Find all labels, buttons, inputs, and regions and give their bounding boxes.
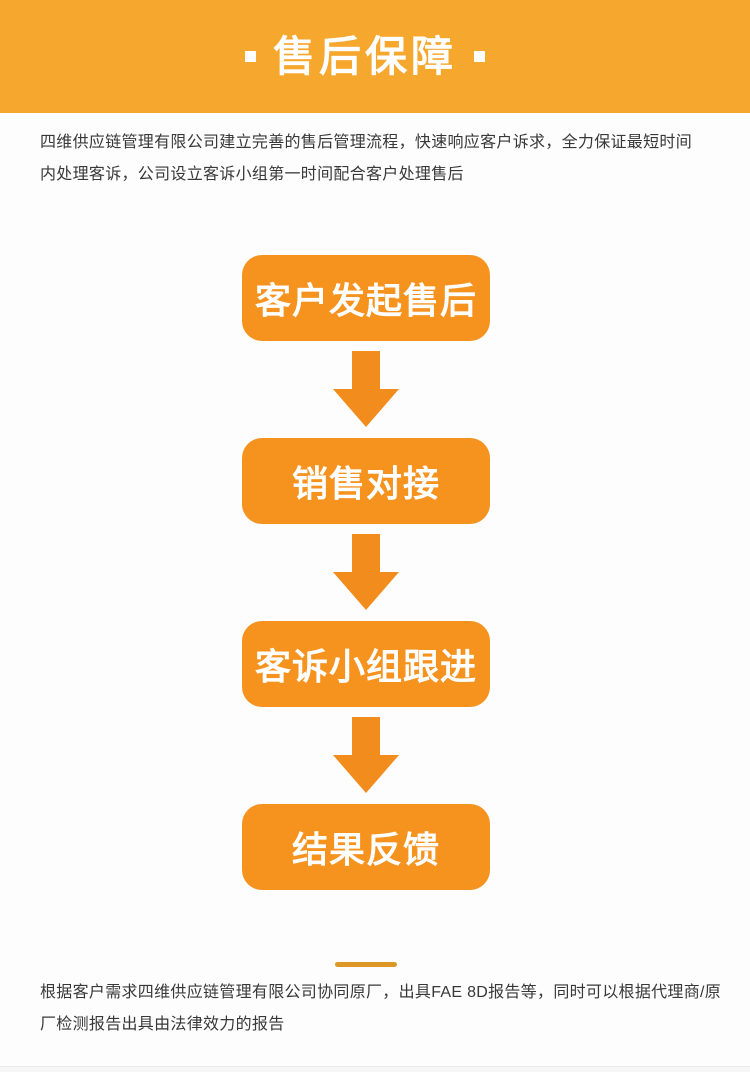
- bottom-edge: [0, 1066, 750, 1072]
- flow-step-label: 销售对接: [291, 463, 440, 504]
- page-title-group: 售后保障: [244, 32, 485, 80]
- down-arrow-icon: [333, 524, 399, 621]
- header-banner: 售后保障: [0, 0, 750, 113]
- arrow-head: [333, 755, 399, 793]
- arrow-head: [333, 389, 399, 427]
- flow-step-sales-contact: 销售对接: [242, 438, 490, 524]
- flow-step-customer-initiates: 客户发起售后: [242, 255, 490, 341]
- arrow-head: [333, 572, 399, 610]
- arrow-shaft: [352, 534, 380, 572]
- flow-step-label: 客户发起售后: [254, 280, 477, 321]
- title-marker-left-icon: [244, 51, 256, 62]
- flow-step-label: 结果反馈: [291, 829, 440, 870]
- flow-step-label: 客诉小组跟进: [254, 646, 477, 687]
- page-title: 售后保障: [272, 32, 457, 80]
- down-arrow-icon: [333, 707, 399, 804]
- title-marker-right-icon: [474, 51, 485, 62]
- arrow-shaft: [352, 351, 380, 389]
- down-arrow-icon: [333, 341, 399, 438]
- footer-text: 根据客户需求四维供应链管理有限公司协同原厂，出具FAE 8D报告等，同时可以根据…: [40, 984, 722, 1033]
- arrow-shaft: [352, 717, 380, 755]
- flow-step-complaint-team-followup: 客诉小组跟进: [242, 621, 490, 707]
- after-sales-flowchart: 客户发起售后 销售对接 客诉小组跟进 结果反馈: [0, 255, 741, 890]
- intro-text: 四维供应链管理有限公司建立完善的售后管理流程，快速响应客户诉求，全力保证最短时间…: [40, 134, 693, 183]
- section-divider: [335, 962, 397, 967]
- flow-step-result-feedback: 结果反馈: [242, 804, 490, 890]
